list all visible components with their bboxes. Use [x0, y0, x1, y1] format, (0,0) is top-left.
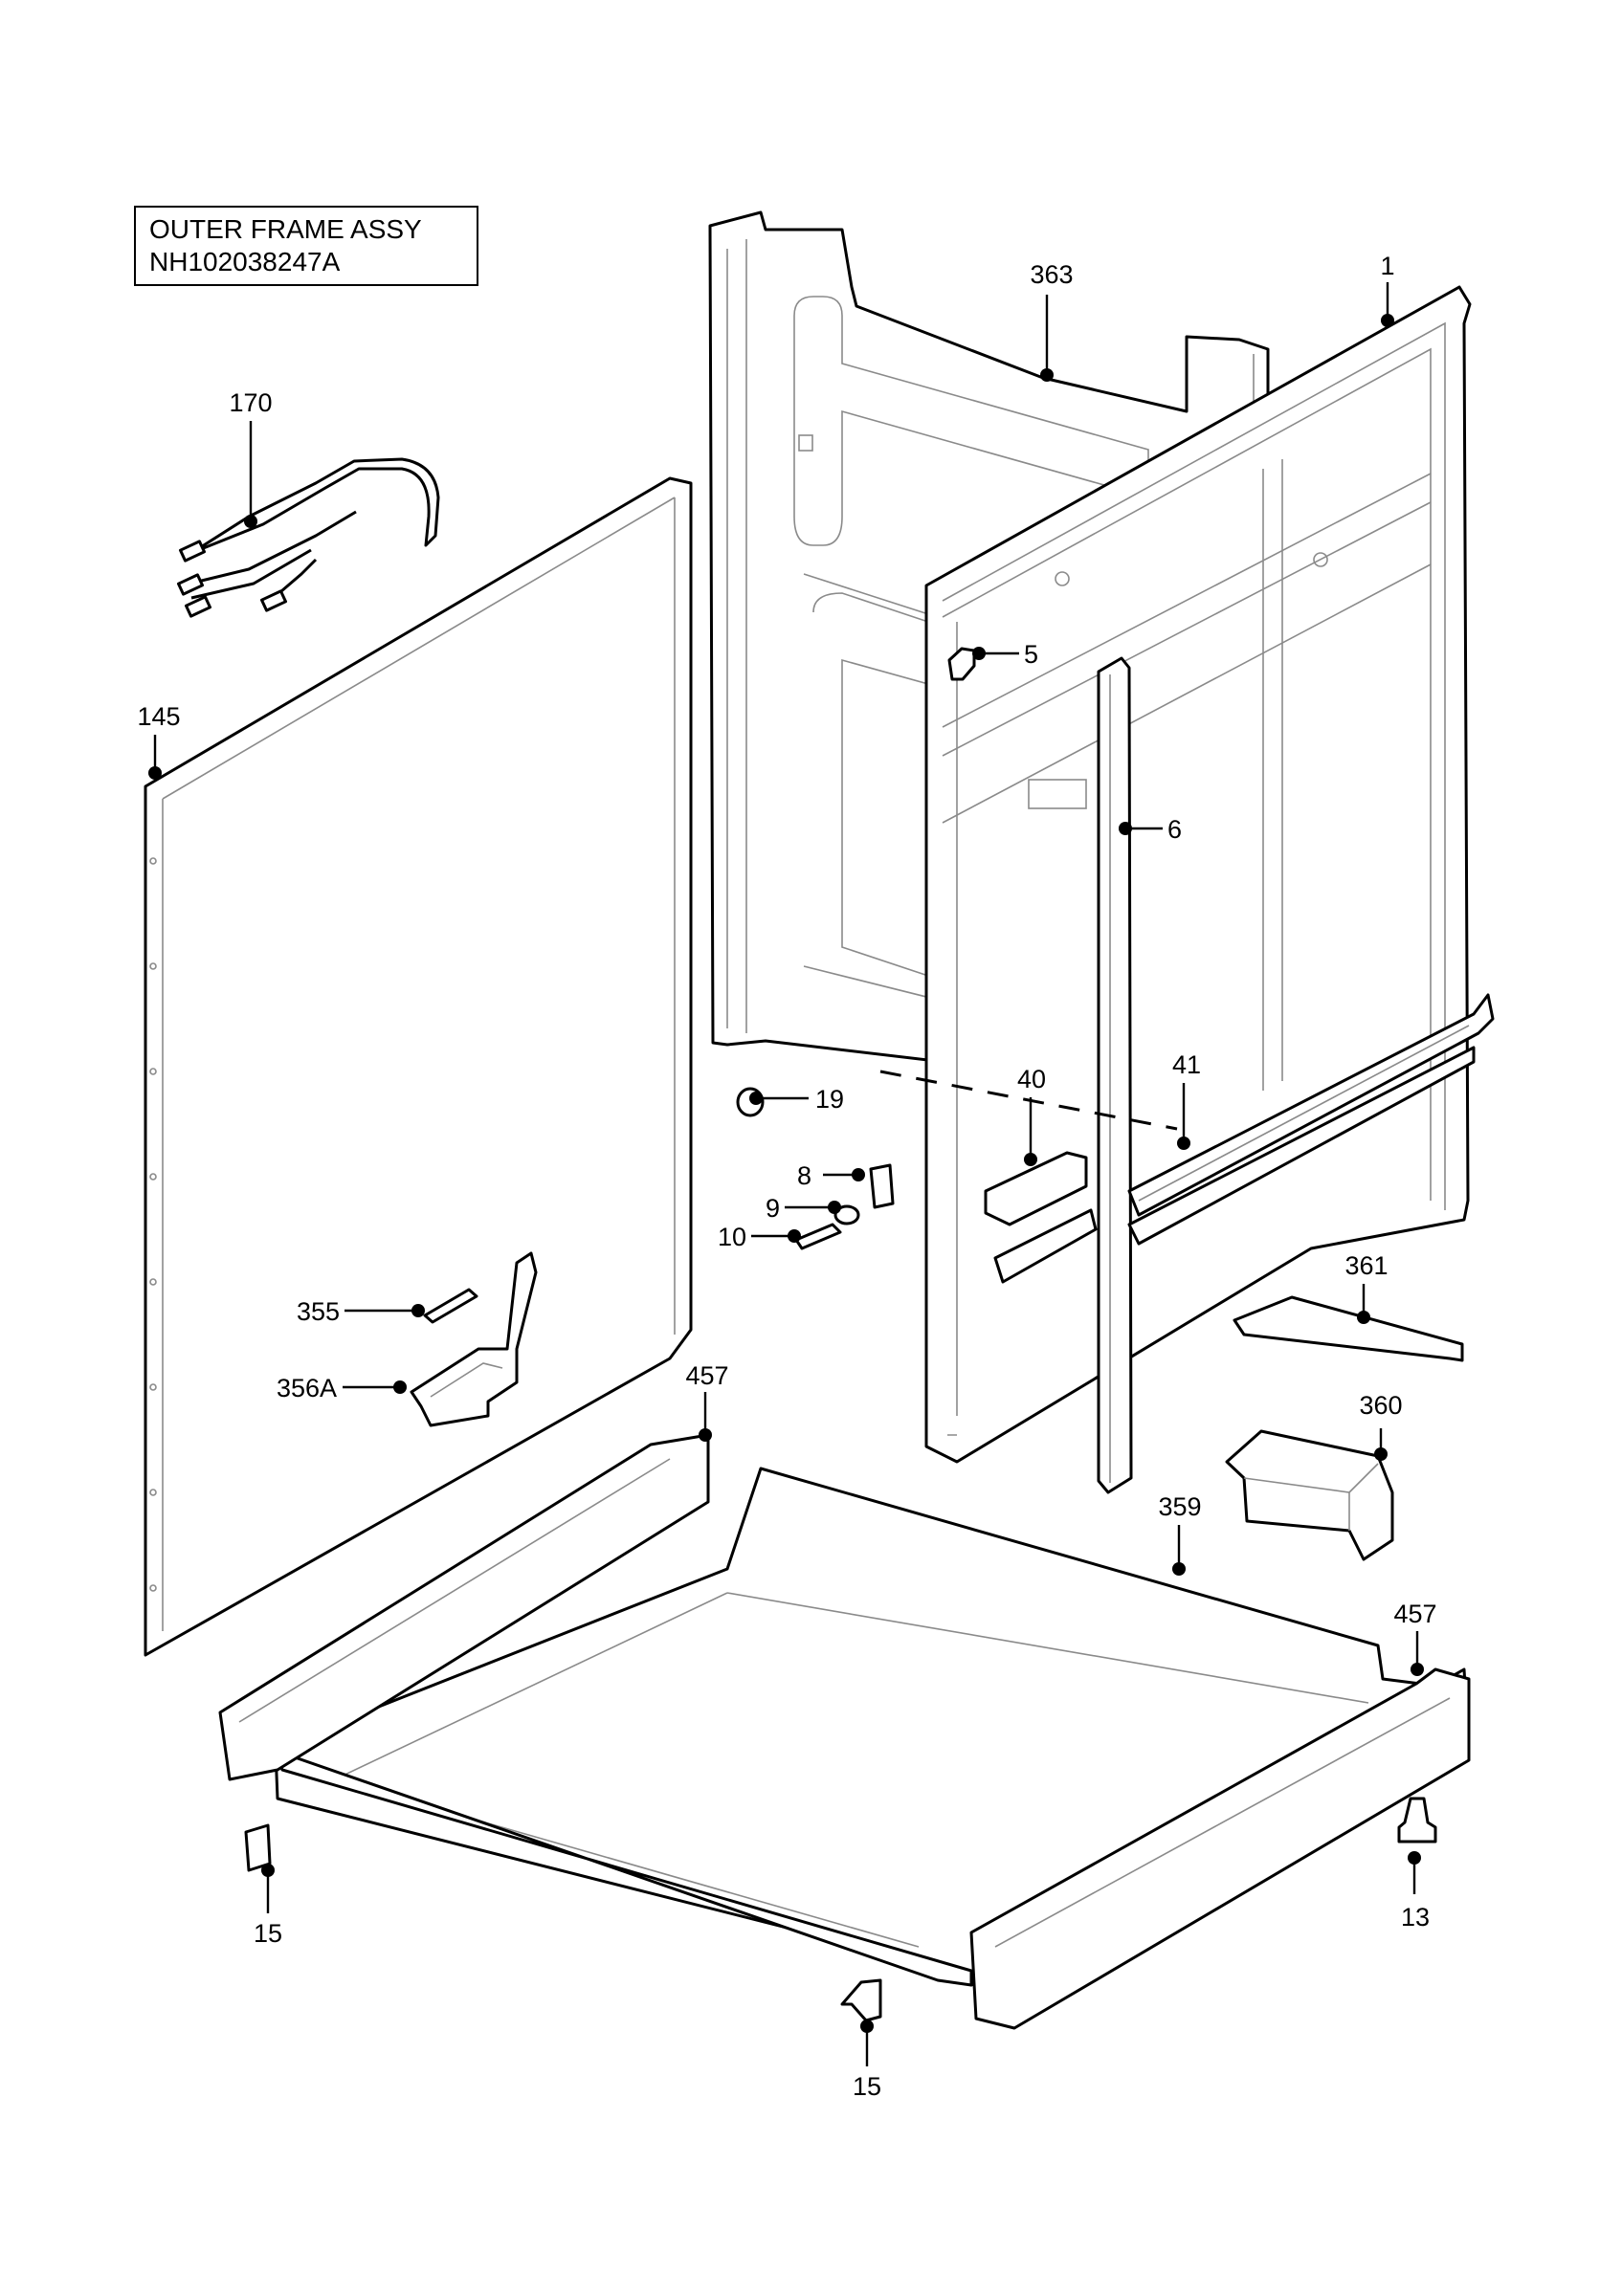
- callout-15-bottom: 15: [853, 2072, 881, 2101]
- callout-1: 1: [1380, 252, 1394, 280]
- callout-8: 8: [797, 1161, 811, 1190]
- part-361-shelf: [1233, 1295, 1464, 1362]
- callout-363: 363: [1030, 260, 1073, 289]
- callout-355: 355: [297, 1297, 340, 1326]
- callout-145: 145: [137, 702, 180, 731]
- callout-13: 13: [1401, 1903, 1430, 1932]
- callout-5: 5: [1024, 640, 1038, 669]
- part-9-cap: [833, 1204, 860, 1225]
- callout-361: 361: [1344, 1251, 1388, 1280]
- part-8-plate: [869, 1163, 895, 1209]
- callout-356A: 356A: [277, 1374, 337, 1402]
- callout-360: 360: [1359, 1391, 1402, 1420]
- callout-40: 40: [1017, 1065, 1046, 1093]
- callout-457-upper: 457: [685, 1361, 728, 1390]
- part-15-left-bracket: [244, 1823, 272, 1872]
- part-13-leveling-foot: [1397, 1797, 1437, 1843]
- callout-359: 359: [1158, 1492, 1201, 1521]
- part-5-clip: [947, 647, 976, 681]
- title-block: OUTER FRAME ASSY NH102038247A: [134, 206, 478, 286]
- part-457-right-rail: [969, 1667, 1471, 2030]
- part-15-bottom-bracket: [840, 1978, 882, 2022]
- part-170-wire-harness: [176, 457, 440, 618]
- part-41-rail: [1127, 993, 1495, 1246]
- callout-457-lower: 457: [1393, 1600, 1436, 1628]
- callout-41: 41: [1172, 1050, 1201, 1079]
- callout-10: 10: [718, 1223, 746, 1251]
- callout-15-left: 15: [254, 1919, 282, 1948]
- part-355-pin: [423, 1288, 478, 1324]
- part-40-bracket: [984, 1151, 1098, 1284]
- callout-leaders: [148, 282, 1424, 2066]
- callout-6: 6: [1167, 815, 1182, 844]
- part-6-vertical-strip: [1097, 656, 1133, 1494]
- part-360-box: [1225, 1429, 1394, 1561]
- callout-19: 19: [815, 1085, 844, 1114]
- callout-170: 170: [229, 388, 272, 417]
- part-10-pin: [794, 1223, 842, 1250]
- alignment-dashed-line: [879, 1070, 1178, 1131]
- assembly-name: OUTER FRAME ASSY: [149, 214, 422, 244]
- part-145-side-panel: [144, 476, 693, 1657]
- part-359-base-tray: [274, 1467, 1471, 1987]
- part-457-left-rail: [218, 1433, 710, 1781]
- callout-labels: 363 1 170 145 5 6 19 40 41 8 9 10 361 35…: [137, 252, 1436, 2101]
- part-356A-bracket: [410, 1251, 538, 1427]
- assembly-part-number: NH102038247A: [149, 247, 341, 276]
- callout-9: 9: [766, 1194, 780, 1223]
